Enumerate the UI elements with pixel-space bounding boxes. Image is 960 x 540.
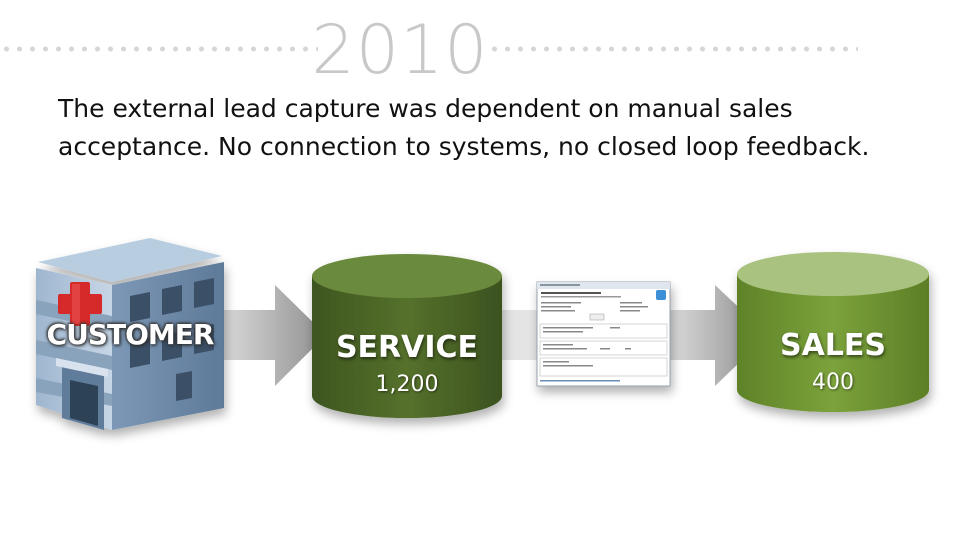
application-window-thumbnail [536, 281, 671, 387]
sales-count: 400 [812, 370, 854, 395]
service-count: 1,200 [375, 372, 439, 397]
arrow-service-to-sales [498, 285, 768, 386]
customer-label: CUSTOMER [46, 318, 215, 351]
service-cylinder [312, 254, 502, 418]
hospital-building-icon [36, 238, 224, 430]
year-title: 2010 [311, 11, 489, 90]
dotted-rule-left [0, 44, 318, 54]
arrow-customer-to-service [205, 285, 326, 386]
red-cross-icon [58, 282, 102, 326]
sales-cylinder [737, 252, 929, 412]
headline-text: The external lead capture was dependent … [58, 94, 870, 161]
service-label: SERVICE [335, 330, 479, 365]
dotted-rule-right [488, 44, 858, 54]
sales-label: SALES [779, 328, 887, 363]
